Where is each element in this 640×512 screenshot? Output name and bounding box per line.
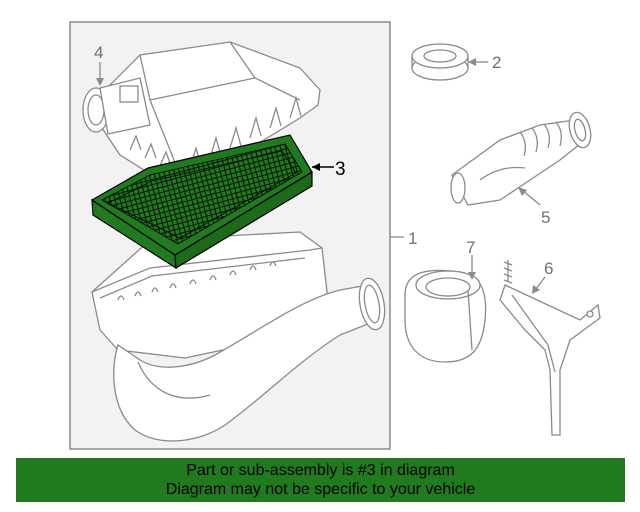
part-notice-banner: Part or sub-assembly is #3 in diagram Di… <box>16 458 625 502</box>
callout-3: 3 <box>335 159 346 180</box>
banner-line-1: Part or sub-assembly is #3 in diagram <box>186 462 455 479</box>
inlet-duct-part[interactable] <box>450 110 594 206</box>
boot-seal-part[interactable] <box>404 269 487 363</box>
upper-housing[interactable] <box>82 41 321 186</box>
bracket-part[interactable] <box>499 260 601 436</box>
parts-diagram: 1 2 3 4 5 6 7 <box>69 21 601 450</box>
leader-lines <box>96 58 546 294</box>
banner-line-2: Diagram may not be specific to your vehi… <box>165 481 476 498</box>
grommet-part[interactable] <box>411 43 469 81</box>
callout-1: 1 <box>408 229 417 248</box>
callout-6: 6 <box>544 259 553 278</box>
callout-5: 5 <box>541 208 550 227</box>
lower-housing[interactable] <box>91 231 388 442</box>
air-filter-element[interactable] <box>90 134 313 270</box>
callout-7: 7 <box>466 238 475 257</box>
callout-4: 4 <box>94 43 103 62</box>
callout-2: 2 <box>492 53 501 72</box>
